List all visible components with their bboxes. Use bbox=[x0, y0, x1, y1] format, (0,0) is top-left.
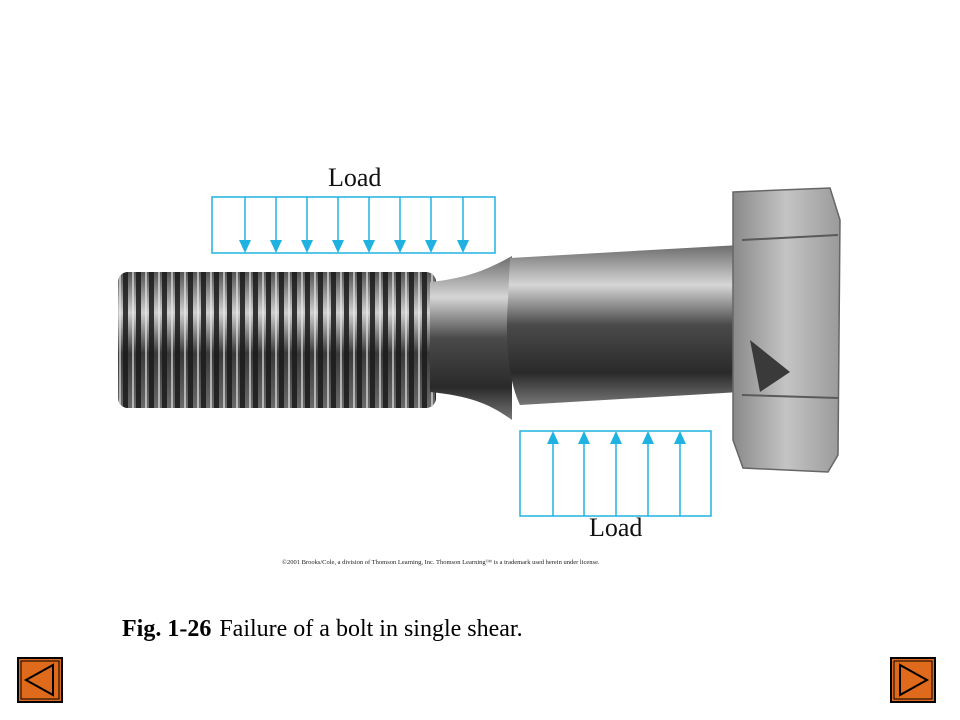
load-top-arrow-8 bbox=[457, 197, 469, 253]
bolt-shear-neck bbox=[430, 256, 512, 420]
load-top-arrow-4 bbox=[332, 197, 344, 253]
load-bottom-arrow-1 bbox=[547, 431, 559, 516]
load-bottom-arrow-4 bbox=[642, 431, 654, 516]
load-bottom-arrow-5 bbox=[674, 431, 686, 516]
load-top-arrows bbox=[211, 196, 496, 254]
load-top-label: Load bbox=[328, 163, 382, 192]
triangle-left-icon bbox=[17, 657, 63, 703]
load-top-arrow-3 bbox=[301, 197, 313, 253]
figure-caption: Fig. 1-26 Failure of a bolt in single she… bbox=[122, 616, 523, 643]
load-top-arrow-2 bbox=[270, 197, 282, 253]
load-bottom-label: Load bbox=[589, 513, 643, 542]
figure-number: Fig. 1-26 bbox=[122, 616, 212, 642]
copyright-notice: ©2001 Brooks/Cole, a division of Thomson… bbox=[282, 559, 600, 566]
bolt-hex-head bbox=[732, 187, 841, 473]
bolt-thread-section bbox=[118, 272, 436, 408]
load-top-arrow-7 bbox=[425, 197, 437, 253]
load-top-arrow-5 bbox=[363, 197, 375, 253]
previous-slide-button[interactable] bbox=[17, 657, 63, 703]
load-top-frame bbox=[211, 196, 496, 254]
load-top-arrow-6 bbox=[394, 197, 406, 253]
load-bottom-arrow-3 bbox=[610, 431, 622, 516]
bolt-shank bbox=[506, 245, 740, 405]
figure-caption-text: Failure of a bolt in single shear. bbox=[219, 616, 523, 642]
load-bottom-arrows bbox=[519, 430, 712, 517]
triangle-right-icon bbox=[890, 657, 936, 703]
load-bottom-arrow-2 bbox=[578, 431, 590, 516]
load-top-arrow-1 bbox=[239, 197, 251, 253]
next-slide-button[interactable] bbox=[890, 657, 936, 703]
